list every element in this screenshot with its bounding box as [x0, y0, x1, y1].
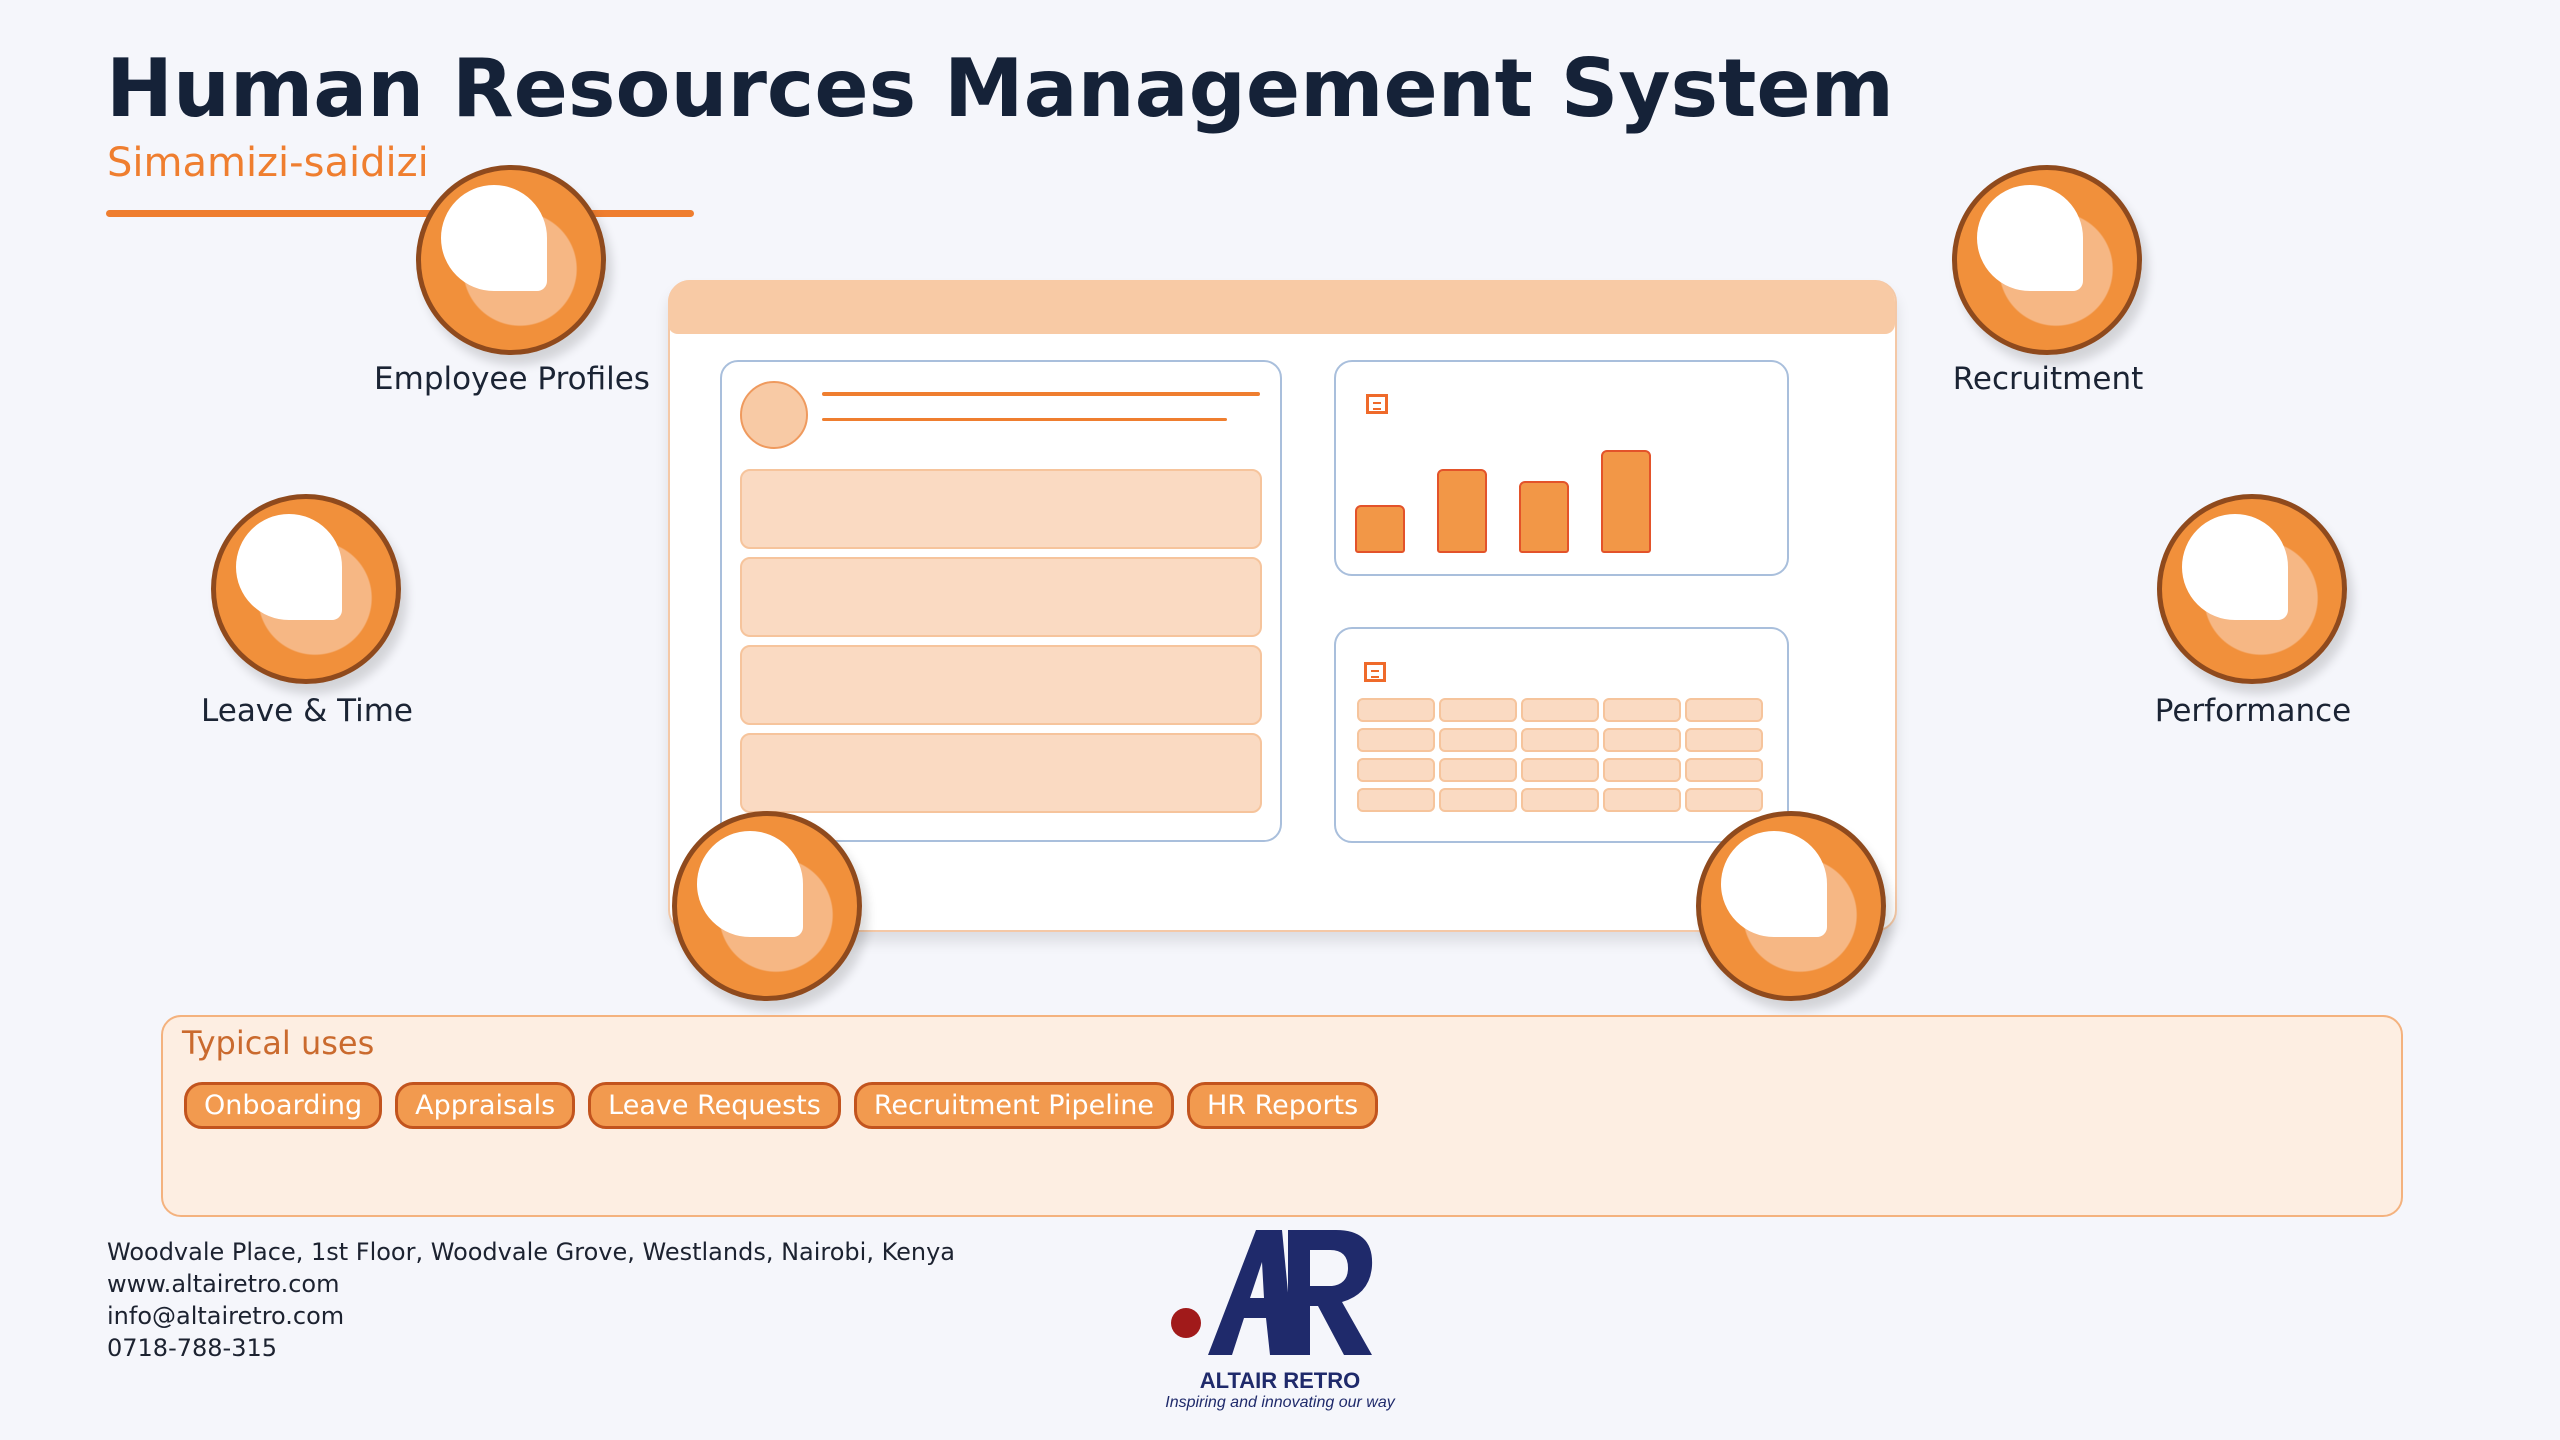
- list-item: [740, 557, 1262, 637]
- page-subtitle: Simamizi-saidizi: [107, 140, 429, 186]
- list-item: [740, 733, 1262, 813]
- window-title-bar: [668, 280, 1895, 334]
- table-cell: [1521, 788, 1599, 812]
- feature-label-leave-time: Leave & Time: [201, 693, 413, 729]
- table-cell: [1439, 758, 1517, 782]
- chart-icon: [1366, 394, 1388, 414]
- list-item: [740, 645, 1262, 725]
- chart-bar: [1519, 481, 1569, 553]
- table-cell: [1357, 788, 1435, 812]
- table-cell: [1685, 728, 1763, 752]
- table-cell: [1357, 758, 1435, 782]
- feature-label-employee-profiles: Employee Profiles: [374, 361, 650, 397]
- phone-number: 0718-788-315: [107, 1334, 278, 1362]
- chart-card: [1334, 360, 1789, 576]
- address: Woodvale Place, 1st Floor, Woodvale Grov…: [107, 1238, 956, 1266]
- page-title: Human Resources Management System: [106, 42, 1895, 135]
- table-cell: [1603, 698, 1681, 722]
- table-cell: [1521, 728, 1599, 752]
- chart-bar: [1437, 469, 1487, 553]
- feature-icon: [1696, 811, 1886, 1001]
- profile-name-line: [822, 392, 1260, 396]
- website-link[interactable]: www.altairetro.com: [107, 1270, 340, 1298]
- use-chip-onboarding[interactable]: Onboarding: [184, 1082, 383, 1129]
- table-cell: [1685, 758, 1763, 782]
- table-cell: [1603, 728, 1681, 752]
- logo-tagline: Inspiring and innovating our way: [1165, 1394, 1395, 1411]
- use-chip-recruitment-pipeline[interactable]: Recruitment Pipeline: [853, 1082, 1174, 1129]
- table-icon: [1364, 662, 1386, 682]
- use-chip-leave-requests[interactable]: Leave Requests: [588, 1082, 841, 1129]
- table-cell: [1439, 788, 1517, 812]
- use-chip-hr-reports[interactable]: HR Reports: [1186, 1082, 1379, 1129]
- use-chip-appraisals[interactable]: Appraisals: [395, 1082, 576, 1129]
- title-underline: [106, 210, 694, 217]
- table-cell: [1357, 698, 1435, 722]
- employee-profiles-icon: [416, 165, 606, 355]
- feature-label-recruitment: Recruitment: [1952, 361, 2144, 397]
- logo-name: ALTAIR RETRO: [1199, 1368, 1361, 1393]
- altair-retro-logo: [1171, 1230, 1373, 1355]
- typical-uses-heading: Typical uses: [182, 1024, 375, 1062]
- table-cell: [1439, 728, 1517, 752]
- table-cell: [1521, 758, 1599, 782]
- table-cell: [1603, 788, 1681, 812]
- contact-info: Woodvale Place, 1st Floor, Woodvale Grov…: [107, 1236, 955, 1364]
- performance-icon: [2157, 494, 2347, 684]
- avatar: [740, 381, 808, 449]
- email-link[interactable]: info@altairetro.com: [107, 1302, 345, 1330]
- table-cell: [1603, 758, 1681, 782]
- chart-bar: [1601, 450, 1651, 553]
- leave-time-icon: [211, 494, 401, 684]
- recruitment-icon: [1952, 165, 2142, 355]
- list-item: [740, 469, 1262, 549]
- table-cell: [1685, 698, 1763, 722]
- table-cell: [1357, 728, 1435, 752]
- feature-icon: [672, 811, 862, 1001]
- table-cell: [1685, 788, 1763, 812]
- table-cell: [1439, 698, 1517, 722]
- feature-label-performance: Performance: [2154, 693, 2352, 729]
- profile-detail-line: [822, 418, 1227, 421]
- table-cell: [1521, 698, 1599, 722]
- typical-uses-list: Onboarding Appraisals Leave Requests Rec…: [184, 1082, 1379, 1129]
- chart-bar: [1355, 505, 1405, 553]
